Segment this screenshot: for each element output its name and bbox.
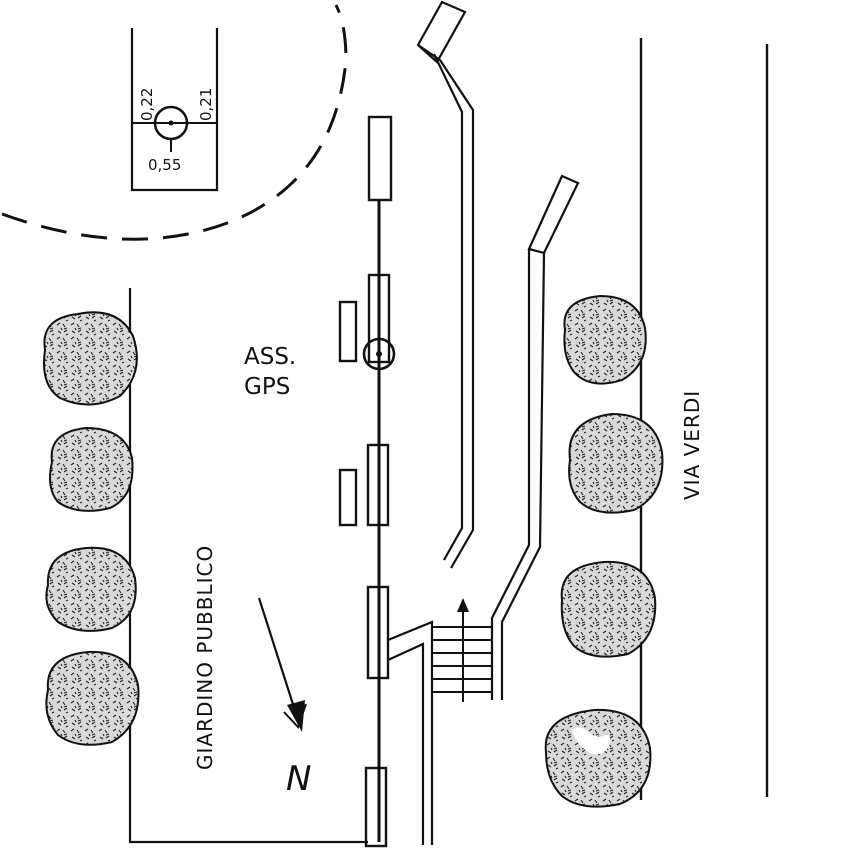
marker-label-line-1: ASS.: [244, 344, 296, 370]
stairs-icon: [387, 598, 492, 845]
tree-icon: [43, 311, 138, 406]
right-curb: [490, 174, 580, 700]
north-label: N: [286, 759, 311, 799]
dashed-arc: [1, 4, 348, 241]
axis-rect-4: [366, 585, 390, 680]
tree-icon: [49, 426, 134, 512]
inset-left-offset: 0,22: [138, 88, 156, 121]
left-curb: [416, 0, 475, 569]
north-arrow-icon: [257, 597, 307, 732]
gps-point-icon: [362, 337, 396, 371]
street-label: VIA VERDI: [680, 390, 704, 500]
tree-icon: [544, 708, 652, 808]
axis-rect-5: [364, 766, 388, 848]
tree-icon: [45, 650, 140, 746]
detail-inset: 0,22 0,21 0,55: [130, 28, 219, 192]
central-axis: [338, 115, 396, 848]
inset-diameter: 0,55: [148, 156, 181, 174]
axis-rect-3: [366, 443, 390, 527]
park-label: GIARDINO PUBBLICO: [193, 545, 217, 770]
axis-rect-2: [367, 273, 391, 364]
side-rect-1: [338, 300, 358, 363]
axis-rect-1: [367, 115, 393, 202]
tree-icon: [568, 412, 664, 514]
inset-right-offset: 0,21: [197, 88, 215, 121]
park-boundary: [128, 288, 368, 844]
tree-icon: [563, 294, 647, 385]
marker-label-line-2: GPS: [244, 374, 290, 400]
side-rect-2: [338, 468, 358, 527]
tree-icon: [560, 560, 657, 658]
tree-icon: [45, 546, 137, 632]
